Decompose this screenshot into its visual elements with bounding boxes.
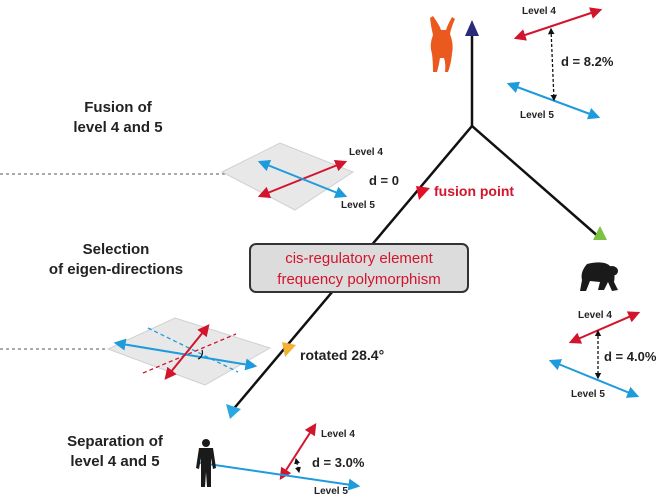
d-zero-label: d = 0 bbox=[369, 173, 399, 188]
cre-box-line1: cis-regulatory element bbox=[285, 250, 433, 267]
separation-stage-label: Separation of level 4 and 5 bbox=[67, 433, 163, 470]
fusion-point-marker bbox=[416, 186, 430, 200]
human-panel: Level 4 Level 5 d = 3.0% bbox=[198, 422, 365, 497]
branch-chimpanzee bbox=[471, 125, 601, 239]
human-level5-arrow bbox=[198, 458, 361, 491]
rotation-arc bbox=[197, 349, 204, 360]
human-distance-arrow bbox=[294, 457, 301, 474]
orangutan-distance-arrow bbox=[547, 27, 558, 102]
chimp-level5-arrow bbox=[548, 359, 640, 398]
human-level4-label: Level 4 bbox=[321, 429, 355, 440]
chimp-distance-label: d = 4.0% bbox=[604, 349, 657, 364]
chimp-level4-label: Level 4 bbox=[578, 310, 612, 321]
rotated-label: rotated 28.4° bbox=[300, 347, 384, 363]
cre-box-line2: frequency polymorphism bbox=[277, 271, 441, 288]
fusion-level5-arrow bbox=[257, 159, 348, 199]
fusion-stage-label: Fusion of level 4 and 5 bbox=[73, 99, 163, 136]
chimpanzee-tip-marker bbox=[593, 226, 607, 240]
human-level5-label: Level 5 bbox=[314, 486, 348, 497]
orangutan-level4-label: Level 4 bbox=[522, 6, 556, 17]
human-tip-marker bbox=[226, 404, 241, 419]
fusion-level4-label: Level 4 bbox=[349, 147, 383, 158]
fusion-level5-label: Level 5 bbox=[341, 200, 375, 211]
human-distance-label: d = 3.0% bbox=[312, 455, 365, 470]
rotation-marker bbox=[282, 342, 296, 357]
chimpanzee-panel: Level 4 Level 5 d = 4.0% bbox=[548, 310, 657, 400]
selection-level4-arrow bbox=[164, 324, 210, 380]
orangutan-panel: Level 4 Level 5 d = 8.2% bbox=[506, 6, 614, 121]
selection-plane bbox=[106, 317, 272, 386]
orangutan-tip-marker bbox=[465, 20, 479, 36]
human-icon bbox=[196, 439, 216, 487]
human-level4-arrow bbox=[279, 422, 317, 481]
chimp-level4-arrow bbox=[568, 311, 641, 344]
fusion-point-label: fusion point bbox=[434, 183, 514, 199]
cis-regulatory-element-box: cis-regulatory element frequency polymor… bbox=[249, 243, 469, 293]
orangutan-distance-label: d = 8.2% bbox=[561, 54, 614, 69]
fusion-plane: Level 4 Level 5 bbox=[220, 142, 383, 211]
orangutan-level4-arrow bbox=[513, 7, 603, 41]
orangutan-level5-label: Level 5 bbox=[520, 110, 554, 121]
chimpanzee-icon bbox=[580, 262, 618, 291]
chimp-level5-label: Level 5 bbox=[571, 389, 605, 400]
selection-stage-label: Selection of eigen-directions bbox=[48, 241, 184, 278]
orangutan-icon bbox=[430, 16, 455, 72]
